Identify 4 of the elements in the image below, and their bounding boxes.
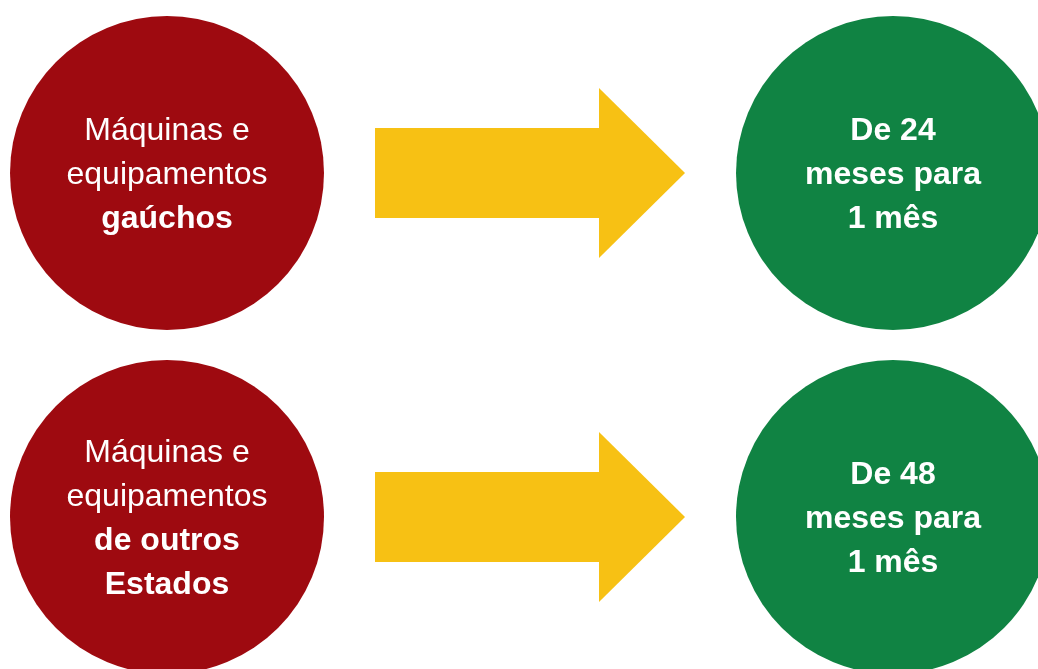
circle-label: De 24 meses para 1 mês <box>803 110 983 237</box>
circle-label: Máquinas e equipamentos de outros Estados <box>65 432 269 603</box>
circle-label: Máquinas e equipamentos gaúchos <box>65 110 269 237</box>
circle-label: De 48 meses para 1 mês <box>803 454 983 581</box>
